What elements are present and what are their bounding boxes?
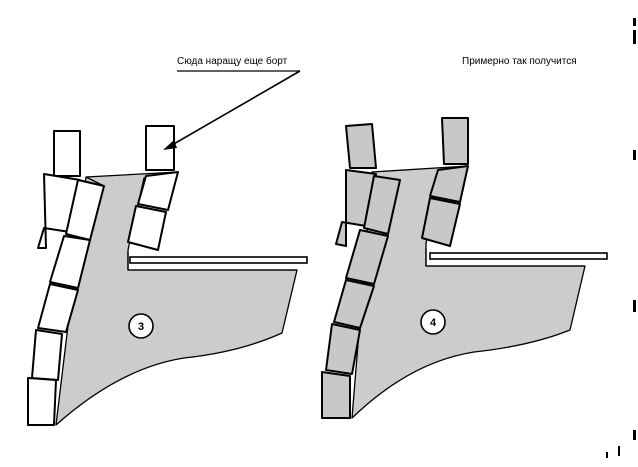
planking-blocks-right bbox=[321, 117, 469, 419]
page-edge-marks bbox=[606, 18, 636, 458]
plank-block bbox=[31, 329, 63, 381]
plank-block bbox=[333, 279, 375, 329]
plank-block bbox=[345, 123, 377, 169]
plank-block bbox=[421, 197, 461, 247]
plank-block bbox=[429, 165, 469, 203]
extension-block-right bbox=[441, 117, 469, 165]
plank-block bbox=[53, 130, 81, 177]
figure-number-3: 3 bbox=[138, 321, 144, 333]
plank-block bbox=[335, 169, 377, 247]
plank-block bbox=[321, 371, 351, 419]
figure-number-4: 4 bbox=[430, 317, 437, 329]
extension-block-left bbox=[145, 125, 175, 171]
annotation-arrow bbox=[163, 70, 301, 150]
caption-approximate-result: Примерно так получится bbox=[462, 56, 577, 67]
plank-block bbox=[363, 175, 401, 235]
deck-plank-left bbox=[129, 256, 308, 264]
figure-number-badge bbox=[420, 309, 446, 335]
plank-block bbox=[127, 205, 167, 251]
caption-extend-board: Сюда наращу еще борт bbox=[177, 55, 288, 67]
plank-block bbox=[49, 235, 91, 289]
hull-section-left bbox=[55, 171, 298, 426]
figure-4: 4 bbox=[321, 117, 608, 419]
deck-joint-left bbox=[127, 252, 297, 271]
plank-block bbox=[345, 229, 389, 285]
planking-blocks-left bbox=[27, 125, 179, 426]
plank-block bbox=[137, 171, 179, 211]
plank-block bbox=[325, 323, 361, 375]
hull-outline-left bbox=[79, 176, 105, 187]
deck-plank-right bbox=[429, 252, 608, 260]
plank-block bbox=[27, 377, 57, 426]
figure-number-badge bbox=[128, 313, 154, 339]
hull-section-right bbox=[351, 165, 586, 419]
deck-joint-right bbox=[425, 248, 585, 267]
figure-3: 3 bbox=[27, 125, 308, 426]
plank-block bbox=[37, 283, 79, 333]
